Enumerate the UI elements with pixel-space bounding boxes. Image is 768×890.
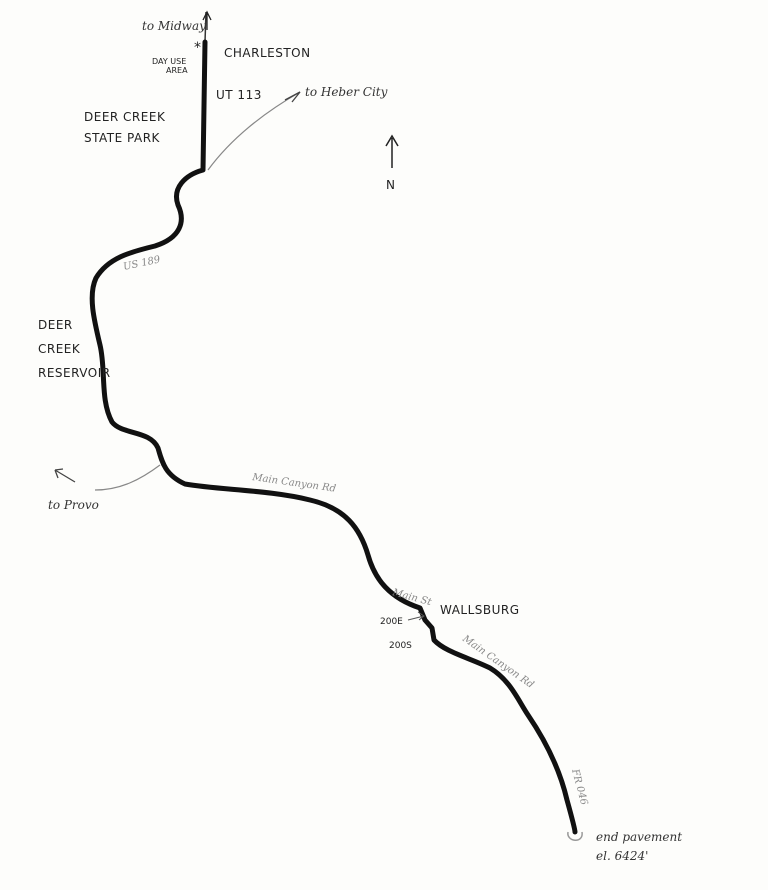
arrow-heber-icon [284, 91, 301, 103]
label-to-heber-city: to Heber City [305, 85, 388, 99]
day-use-marker: * [194, 40, 201, 56]
label-200e: 200E [380, 617, 403, 627]
label-day-use-area: AREA [166, 66, 188, 75]
label-reservoir-2: CREEK [38, 342, 81, 356]
label-200s: 200S [389, 641, 412, 651]
label-wallsburg: WALLSBURG [440, 603, 520, 617]
arrow-provo-icon [54, 468, 76, 483]
north-label: N [386, 178, 395, 192]
label-end-pavement: end pavement [596, 830, 682, 844]
label-to-provo: to Provo [48, 498, 99, 512]
label-to-midway: to Midway [142, 19, 206, 33]
label-reservoir-1: DEER [38, 318, 73, 332]
road-to-heber-city [207, 91, 301, 171]
arrow-up-icon [202, 10, 212, 30]
label-day-use: DAY USE [152, 57, 186, 66]
label-ut113: UT 113 [216, 88, 262, 102]
main-route [89, 39, 578, 835]
road-to-provo [94, 464, 161, 491]
label-deer-creek-state-park-1: DEER CREEK [84, 110, 166, 124]
label-fr046: FR 046 [569, 767, 590, 807]
north-arrow-icon [385, 134, 399, 168]
label-deer-creek-state-park-2: STATE PARK [84, 131, 161, 145]
arrow-200e-icon [407, 611, 425, 621]
label-us189: US 189 [122, 254, 162, 273]
label-reservoir-3: RESERVOIR [38, 366, 111, 380]
end-loop [567, 831, 583, 841]
label-elevation: el. 6424' [596, 849, 648, 863]
road-to-midway [204, 11, 207, 43]
label-charleston: CHARLESTON [224, 46, 311, 60]
